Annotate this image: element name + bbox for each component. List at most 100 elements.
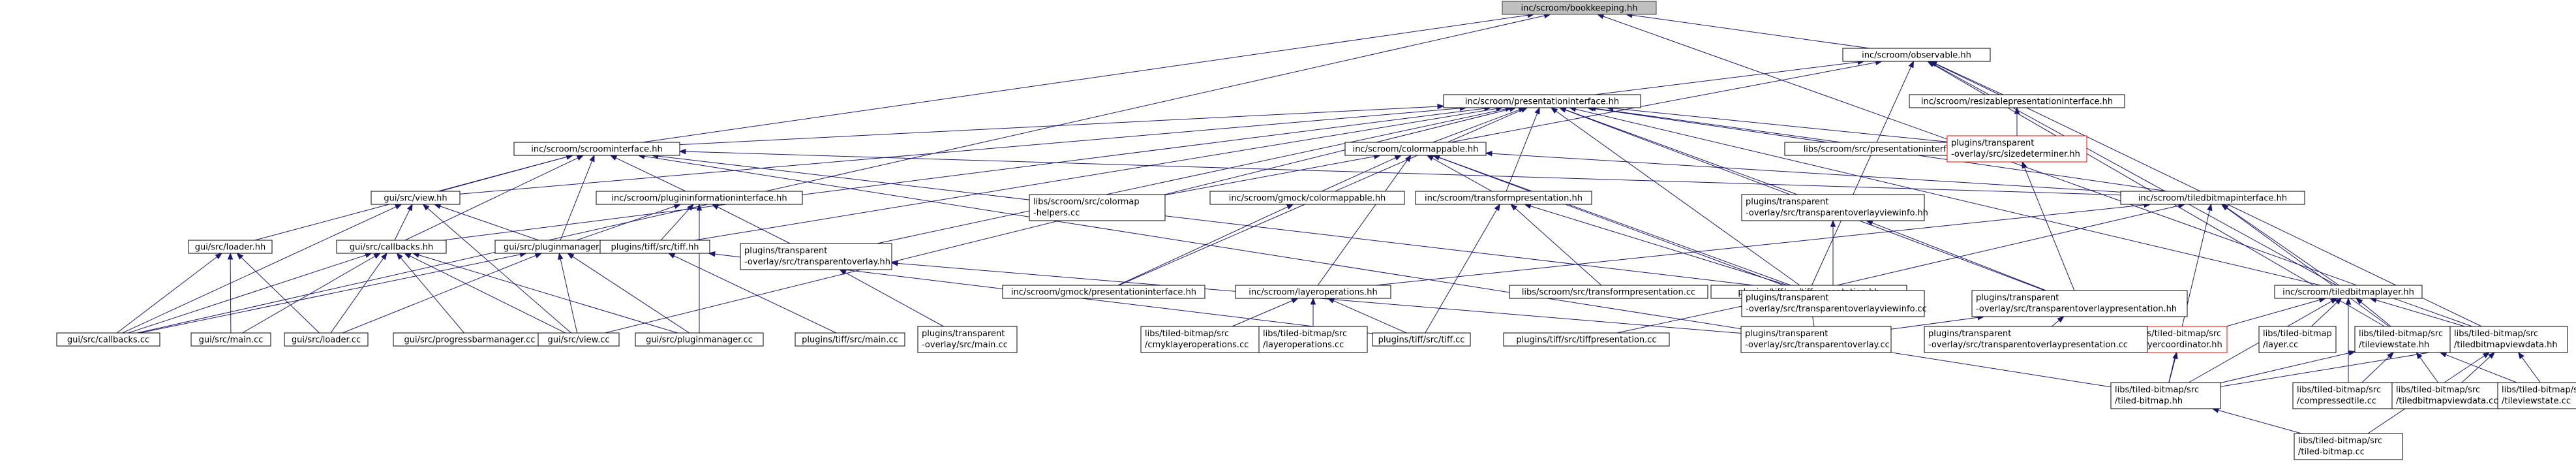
- node-loadercc[interactable]: gui/src/loader.cc: [284, 332, 369, 347]
- node-top[interactable]: plugins/transparent-overlay/src/transpar…: [1971, 290, 2188, 317]
- node-lspi[interactable]: libs/scroom/src/presentationinterface.cc: [1784, 142, 1993, 156]
- node-pi[interactable]: inc/scroom/presentationinterface.hh: [1443, 94, 1641, 108]
- node-label: -overlay/src/transparentoverlaypresentat…: [1976, 304, 2177, 314]
- node-view[interactable]: gui/src/view.hh: [371, 191, 461, 205]
- edge-tvs-tvscc: [2439, 352, 2517, 383]
- edge-line: [2220, 349, 2445, 387]
- node-label: libs/tiled-bitmap/src: [2502, 385, 2576, 395]
- node-label: gui/src/loader.hh: [195, 243, 265, 253]
- edge-pii-pm: [576, 204, 682, 241]
- node-tiffh[interactable]: plugins/tiff/src/tiff.hh: [599, 240, 710, 254]
- node-box: [1415, 191, 1592, 205]
- node-tbh[interactable]: libs/tiled-bitmap/src/tiled-bitmap.hh: [2110, 382, 2221, 409]
- node-label: -overlay/src/transparentoverlay.hh: [744, 257, 890, 267]
- node-lo[interactable]: inc/scroom/layeroperations.hh: [1235, 285, 1391, 299]
- edge-line: [1432, 157, 1493, 192]
- edge-pi-tiffp: [1550, 107, 1800, 286]
- node-cbh[interactable]: gui/src/callbacks.hh: [336, 240, 447, 254]
- node-tomain[interactable]: plugins/transparent-overlay/src/main.cc: [917, 326, 1018, 353]
- node-tiffpcc[interactable]: plugins/tiff/src/tiffpresentation.cc: [1503, 332, 1670, 347]
- node-obs[interactable]: inc/scroom/observable.hh: [1842, 48, 1991, 62]
- node-ltp[interactable]: libs/scroom/src/transformpresentation.cc: [1509, 285, 1708, 299]
- node-tvscc[interactable]: libs/tiled-bitmap/src/tileviewstate.cc: [2497, 382, 2576, 409]
- node-locc[interactable]: libs/tiled-bitmap/src/layeroperations.cc: [1258, 326, 1368, 353]
- node-si[interactable]: inc/scroom/scroominterface.hh: [513, 142, 680, 156]
- node-tbvd[interactable]: libs/tiled-bitmap/src/tiledbitmapviewdat…: [2449, 326, 2568, 353]
- node-label: libs/tiled-bitmap/src: [2137, 329, 2221, 339]
- edge-tp-tiffcc: [1425, 203, 1500, 334]
- node-tvs[interactable]: libs/tiled-bitmap/src/tileviewstate.hh: [2354, 326, 2460, 353]
- edge-obs-pi: [1594, 59, 1865, 95]
- node-toh[interactable]: plugins/transparent-overlay/src/transpar…: [740, 243, 892, 270]
- node-box: [1372, 332, 1471, 347]
- node-lcmh[interactable]: libs/scroom/src/colormap-helpers.cc: [1029, 194, 1166, 221]
- edge-bk-tbvd: [1596, 14, 2473, 327]
- node-box: [1741, 290, 1925, 317]
- node-box: [56, 332, 160, 347]
- node-gpi[interactable]: inc/scroom/gmock/presentationinterface.h…: [1002, 285, 1205, 299]
- node-tbi[interactable]: inc/scroom/tiledbitmapinterface.hh: [2120, 191, 2305, 205]
- arrowhead-icon: [609, 155, 618, 161]
- node-cmyk[interactable]: libs/tiled-bitmap/src/cmyklayeroperation…: [1140, 326, 1263, 353]
- node-pm[interactable]: gui/src/pluginmanager.hh: [494, 240, 621, 254]
- node-tbcc[interactable]: libs/tiled-bitmap/src/tiled-bitmap.cc: [2294, 433, 2403, 460]
- node-tovi[interactable]: plugins/transparent-overlay/src/transpar…: [1741, 194, 1928, 221]
- node-maincc[interactable]: gui/src/main.cc: [190, 332, 271, 347]
- node-cbcc[interactable]: gui/src/callbacks.cc: [56, 332, 160, 347]
- arrowhead-icon: [2345, 297, 2352, 305]
- arrowhead-icon: [667, 253, 676, 259]
- node-pmcc[interactable]: gui/src/pluginmanager.cc: [635, 332, 764, 347]
- node-box: [2294, 433, 2403, 460]
- arrowhead-icon: [708, 251, 716, 257]
- edge-si-tbi: [678, 148, 2121, 196]
- edge-line: [242, 256, 376, 334]
- node-pbm[interactable]: gui/src/progressbarmanager.cc: [393, 332, 547, 347]
- node-tbvdcc[interactable]: libs/tiled-bitmap/src/tiledbitmapviewdat…: [2391, 382, 2504, 409]
- edge-line: [418, 255, 678, 334]
- edge-line: [400, 257, 464, 334]
- node-loader[interactable]: gui/src/loader.hh: [188, 240, 273, 254]
- edge-tbl-layercc: [2311, 298, 2342, 327]
- node-tp[interactable]: inc/scroom/transformpresentation.hh: [1415, 191, 1592, 205]
- node-box: [2258, 326, 2337, 353]
- edge-line: [2168, 358, 2176, 383]
- node-bk[interactable]: inc/scroom/bookkeeping.hh: [1502, 1, 1657, 15]
- node-label: libs/tiled-bitmap: [2263, 329, 2332, 339]
- edge-line: [1375, 204, 2145, 286]
- node-label: plugins/tiff/src/tiff.hh: [611, 243, 699, 253]
- node-gcm[interactable]: inc/scroom/gmock/colormappable.hh: [1209, 191, 1405, 205]
- node-sd[interactable]: plugins/transparent-overlay/src/sizedete…: [1947, 135, 2087, 163]
- node-rpi[interactable]: inc/scroom/resizablepresentationinterfac…: [1909, 94, 2125, 108]
- edge-line: [2024, 167, 2075, 291]
- node-tovicc[interactable]: plugins/transparent-overlay/src/transpar…: [1741, 290, 1927, 317]
- edge-bk-obs: [1625, 12, 1870, 49]
- edge-tvs-ctile: [2361, 352, 2395, 383]
- edge-tbl-ctile: [2345, 297, 2352, 383]
- node-label: gui/src/progressbarmanager.cc: [404, 336, 536, 345]
- node-label: gui/src/view.hh: [384, 194, 447, 204]
- edge-line: [137, 15, 1545, 334]
- edge-tbl-tbvd: [2369, 297, 2465, 327]
- node-topcc[interactable]: plugins/transparent-overlay/src/transpar…: [1924, 326, 2148, 353]
- node-tocc[interactable]: plugins/transparent-overlay/src/transpar…: [1740, 326, 1892, 353]
- node-box: [2132, 326, 2228, 353]
- node-pii[interactable]: inc/scroom/plugininformationinterface.hh: [596, 191, 803, 205]
- node-tiffmain[interactable]: plugins/tiff/src/main.cc: [795, 332, 905, 347]
- node-label: plugins/transparent: [1951, 138, 2034, 148]
- edge-line: [2419, 357, 2439, 383]
- node-tbl[interactable]: inc/scroom/tiledbitmaplayer.hh: [2274, 285, 2423, 299]
- node-viewcc[interactable]: gui/src/view.cc: [538, 332, 620, 347]
- arrowhead-icon: [2439, 352, 2447, 358]
- edge-line: [1491, 153, 2121, 193]
- node-tiffcc[interactable]: plugins/tiff/src/tiff.cc: [1372, 332, 1471, 347]
- edge-line: [2052, 320, 2060, 327]
- arrowhead-icon: [2488, 352, 2496, 359]
- edge-line: [1438, 157, 1791, 286]
- node-cm[interactable]: inc/scroom/colormappable.hh: [1344, 142, 1487, 156]
- node-lc[interactable]: libs/tiled-bitmap/src/layercoordinator.h…: [2132, 326, 2228, 353]
- arrowhead-icon: [534, 253, 543, 259]
- edge-cbh-viewcc: [403, 253, 566, 334]
- arrowhead-icon: [2356, 298, 2363, 305]
- node-layercc[interactable]: libs/tiled-bitmap/layer.cc: [2258, 326, 2337, 353]
- node-ctile[interactable]: libs/tiled-bitmap/src/compressedtile.cc: [2292, 382, 2404, 409]
